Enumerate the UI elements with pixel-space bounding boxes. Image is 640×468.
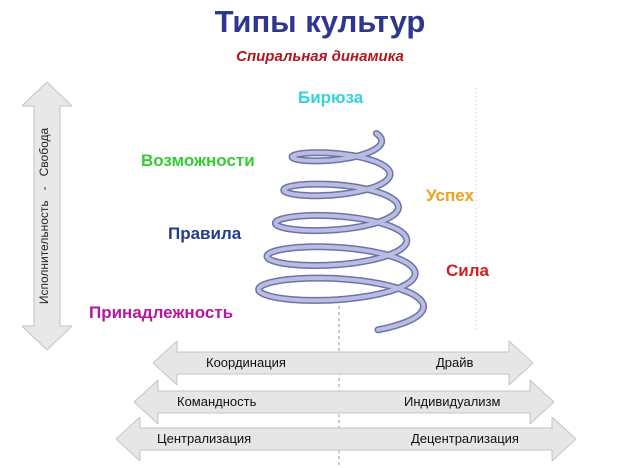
diagram-subtitle: Спиральная динамика (236, 48, 404, 65)
level-success: Успех (426, 186, 474, 205)
arrow-coordination-drive (153, 341, 533, 385)
level-power: Сила (446, 261, 489, 280)
arrow-label-individualism: Индивидуализм (404, 394, 501, 409)
vertical-double-arrow (22, 82, 72, 350)
arrow-label-coordination: Координация (206, 355, 286, 370)
arrow-label-teamwork: Командность (177, 394, 257, 409)
arrow-label-centralization: Централизация (157, 431, 252, 446)
level-turquoise: Бирюза (298, 88, 364, 107)
diagram-title: Типы культур (214, 4, 426, 39)
vertical-axis-label: Исполнительность - Свобода (37, 127, 51, 305)
arrow-centralization-decentralization (116, 417, 576, 461)
level-rules: Правила (168, 224, 242, 243)
arrow-label-drive: Драйв (436, 355, 474, 370)
level-possibilities: Возможности (141, 151, 255, 170)
level-belonging: Принадлежность (89, 303, 234, 322)
arrow-team-individualism (134, 380, 554, 424)
arrow-label-decentralization: Децентрализация (411, 431, 519, 446)
spring-coil-highlight (256, 131, 426, 332)
